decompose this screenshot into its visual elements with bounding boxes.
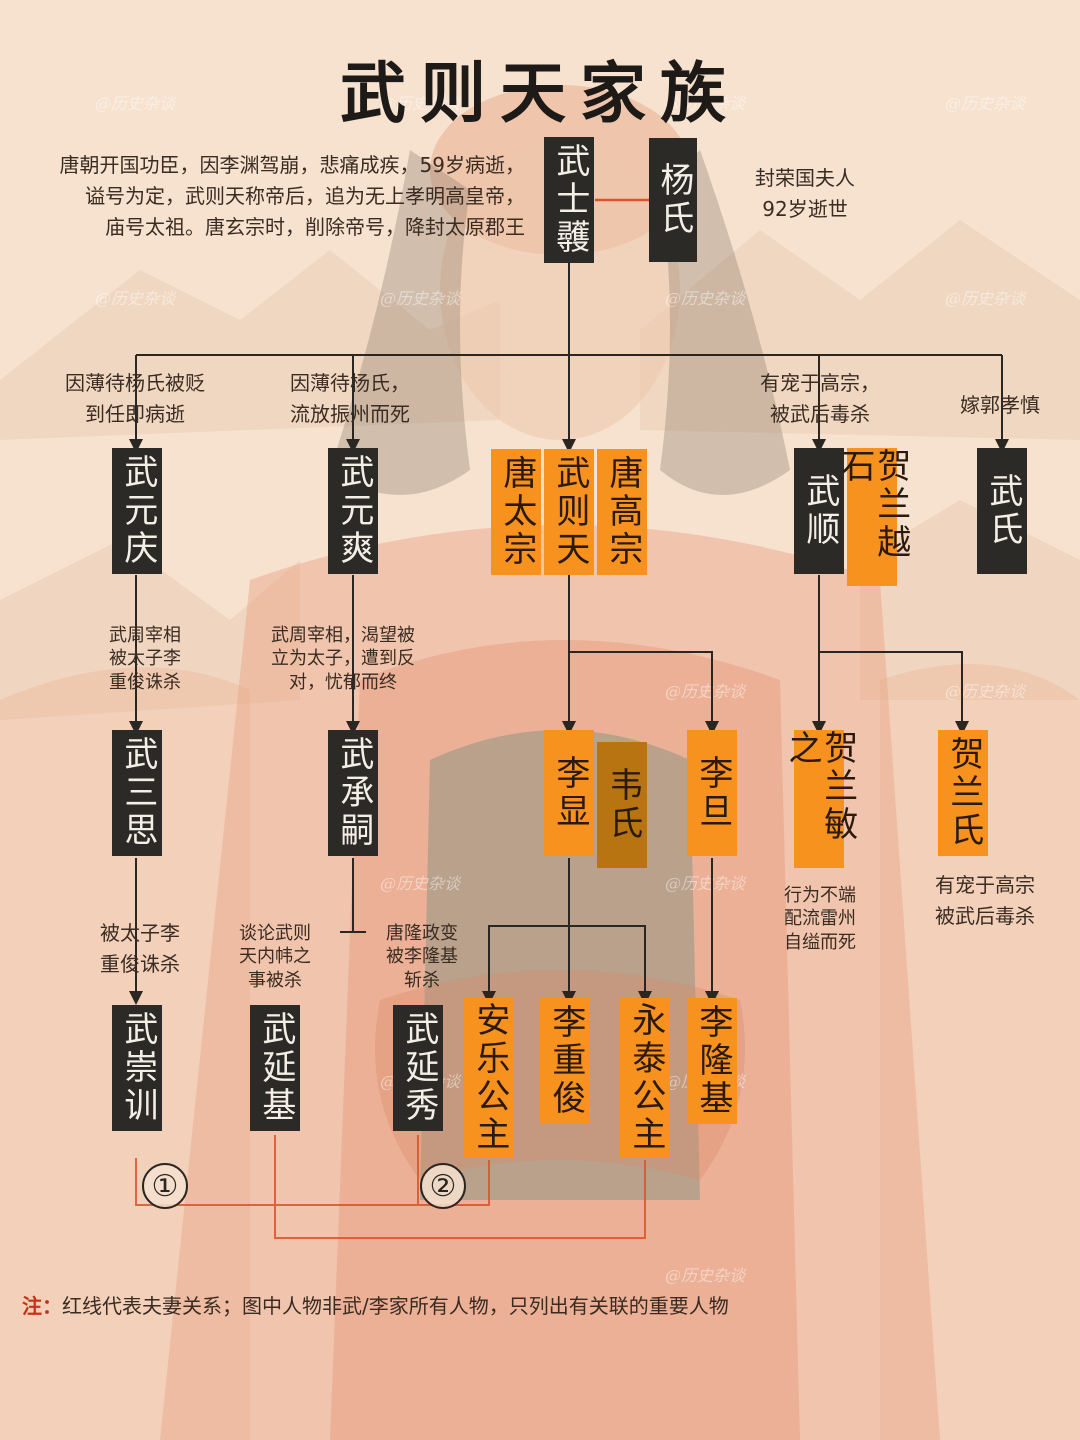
spouse-line (274, 1135, 646, 1239)
person-helan-yueshi: 贺兰越石 (835, 448, 911, 586)
watermark: @历史杂谈 (665, 289, 746, 308)
watermark: @历史杂谈 (945, 682, 1026, 701)
watermark: @历史杂谈 (95, 94, 176, 113)
note-helan-minzhi: 行为不端 配流雷州 自缢而死 (784, 885, 856, 953)
person-wu-chongxun: 武崇训 (112, 1005, 162, 1131)
note-helan-shi: 有宠于高宗 被武后毒杀 (935, 873, 1035, 928)
footnote-text: 红线代表夫妻关系；图中人物非武/李家所有人物，只列出有关联的重要人物 (62, 1294, 729, 1318)
person-li-dan: 李旦 (687, 730, 737, 856)
person-yongtai-gongzhu: 永泰公主 (620, 998, 670, 1158)
footnote: 注：红线代表夫妻关系；图中人物非武/李家所有人物，只列出有关联的重要人物 (22, 1290, 729, 1319)
watermark: @历史杂谈 (945, 94, 1026, 113)
spouse-line (135, 1158, 490, 1206)
person-wu-sansi: 武三思 (112, 730, 162, 856)
note-wu-yanxiu: 唐隆政变 被李隆基 斩杀 (386, 923, 458, 991)
note-wu-yanji: 谈论武则 天内帏之 事被杀 (239, 923, 311, 991)
person-tang-gaozong: 唐高宗 (597, 449, 647, 575)
child-line (569, 651, 719, 735)
watermark: @历史杂谈 (665, 1266, 746, 1285)
note-wu-sansi: 武周宰相 被太子李 重俊诛杀 (109, 625, 181, 693)
person-wu-zetian: 武则天 (544, 449, 594, 575)
watermark: @历史杂谈 (665, 94, 746, 113)
person-helan-minzhi: 贺兰敏之 (782, 730, 858, 868)
person-wu-shun: 武顺 (794, 448, 844, 574)
person-wu-yuanshuang: 武元爽 (328, 448, 378, 574)
watermark: @历史杂谈 (665, 874, 746, 893)
person-li-xian: 李显 (544, 730, 594, 856)
note-wu-shun: 有宠于高宗， 被武后毒杀 (760, 371, 880, 426)
person-wu-yuanqing: 武元庆 (112, 448, 162, 574)
watermark: @历史杂谈 (945, 289, 1026, 308)
page-title: 武则天家族 (340, 54, 740, 132)
person-wu-chengsi: 武承嗣 (328, 730, 378, 856)
child-line (569, 925, 652, 1005)
watermark: @历史杂谈 (380, 94, 461, 113)
note-wu-chengsi: 武周宰相，渴望被 立为太子，遭到反 对，忧郁而终 (271, 625, 415, 693)
watermark: @历史杂谈 (380, 289, 461, 308)
marker-two: ② (420, 1163, 466, 1209)
person-li-chongjun: 李重俊 (540, 998, 590, 1124)
person-helan-shi: 贺兰氏 (938, 730, 988, 856)
watermark: @历史杂谈 (380, 874, 461, 893)
note-wu-chongxun: 被太子李 重俊诛杀 (100, 921, 180, 976)
note-yang-shi: 封荣国夫人 92岁逝世 (755, 166, 855, 221)
person-wu-yanxiu: 武延秀 (393, 1005, 443, 1131)
child-line (819, 651, 969, 735)
footnote-lead: 注： (22, 1294, 62, 1318)
person-wu-shi: 武氏 (977, 448, 1027, 574)
marker-one: ① (142, 1163, 188, 1209)
person-wu-yanji: 武延基 (250, 1005, 300, 1131)
note-wu-yuanqing: 因薄待杨氏被贬 到任即病逝 (65, 371, 205, 426)
person-li-longji: 李隆基 (687, 998, 737, 1124)
child-line (482, 925, 569, 1005)
person-wu-shihuo: 武士彠 (544, 137, 594, 263)
person-tang-taizong: 唐太宗 (491, 449, 541, 575)
note-wu-shi: 嫁郭孝慎 (960, 393, 1040, 417)
person-anle-gongzhu: 安乐公主 (464, 998, 514, 1158)
watermark: @历史杂谈 (95, 289, 176, 308)
person-yang-shi: 杨氏 (649, 138, 697, 262)
person-wei-shi: 韦氏 (597, 742, 647, 868)
note-wu-shihuo: 唐朝开国功臣，因李渊驾崩，悲痛成疾，59岁病逝， 谥号为定，武则天称帝后，追为无… (59, 153, 525, 239)
note-wu-yuanshuang: 因薄待杨氏， 流放振州而死 (290, 371, 410, 426)
watermark: @历史杂谈 (665, 682, 746, 701)
